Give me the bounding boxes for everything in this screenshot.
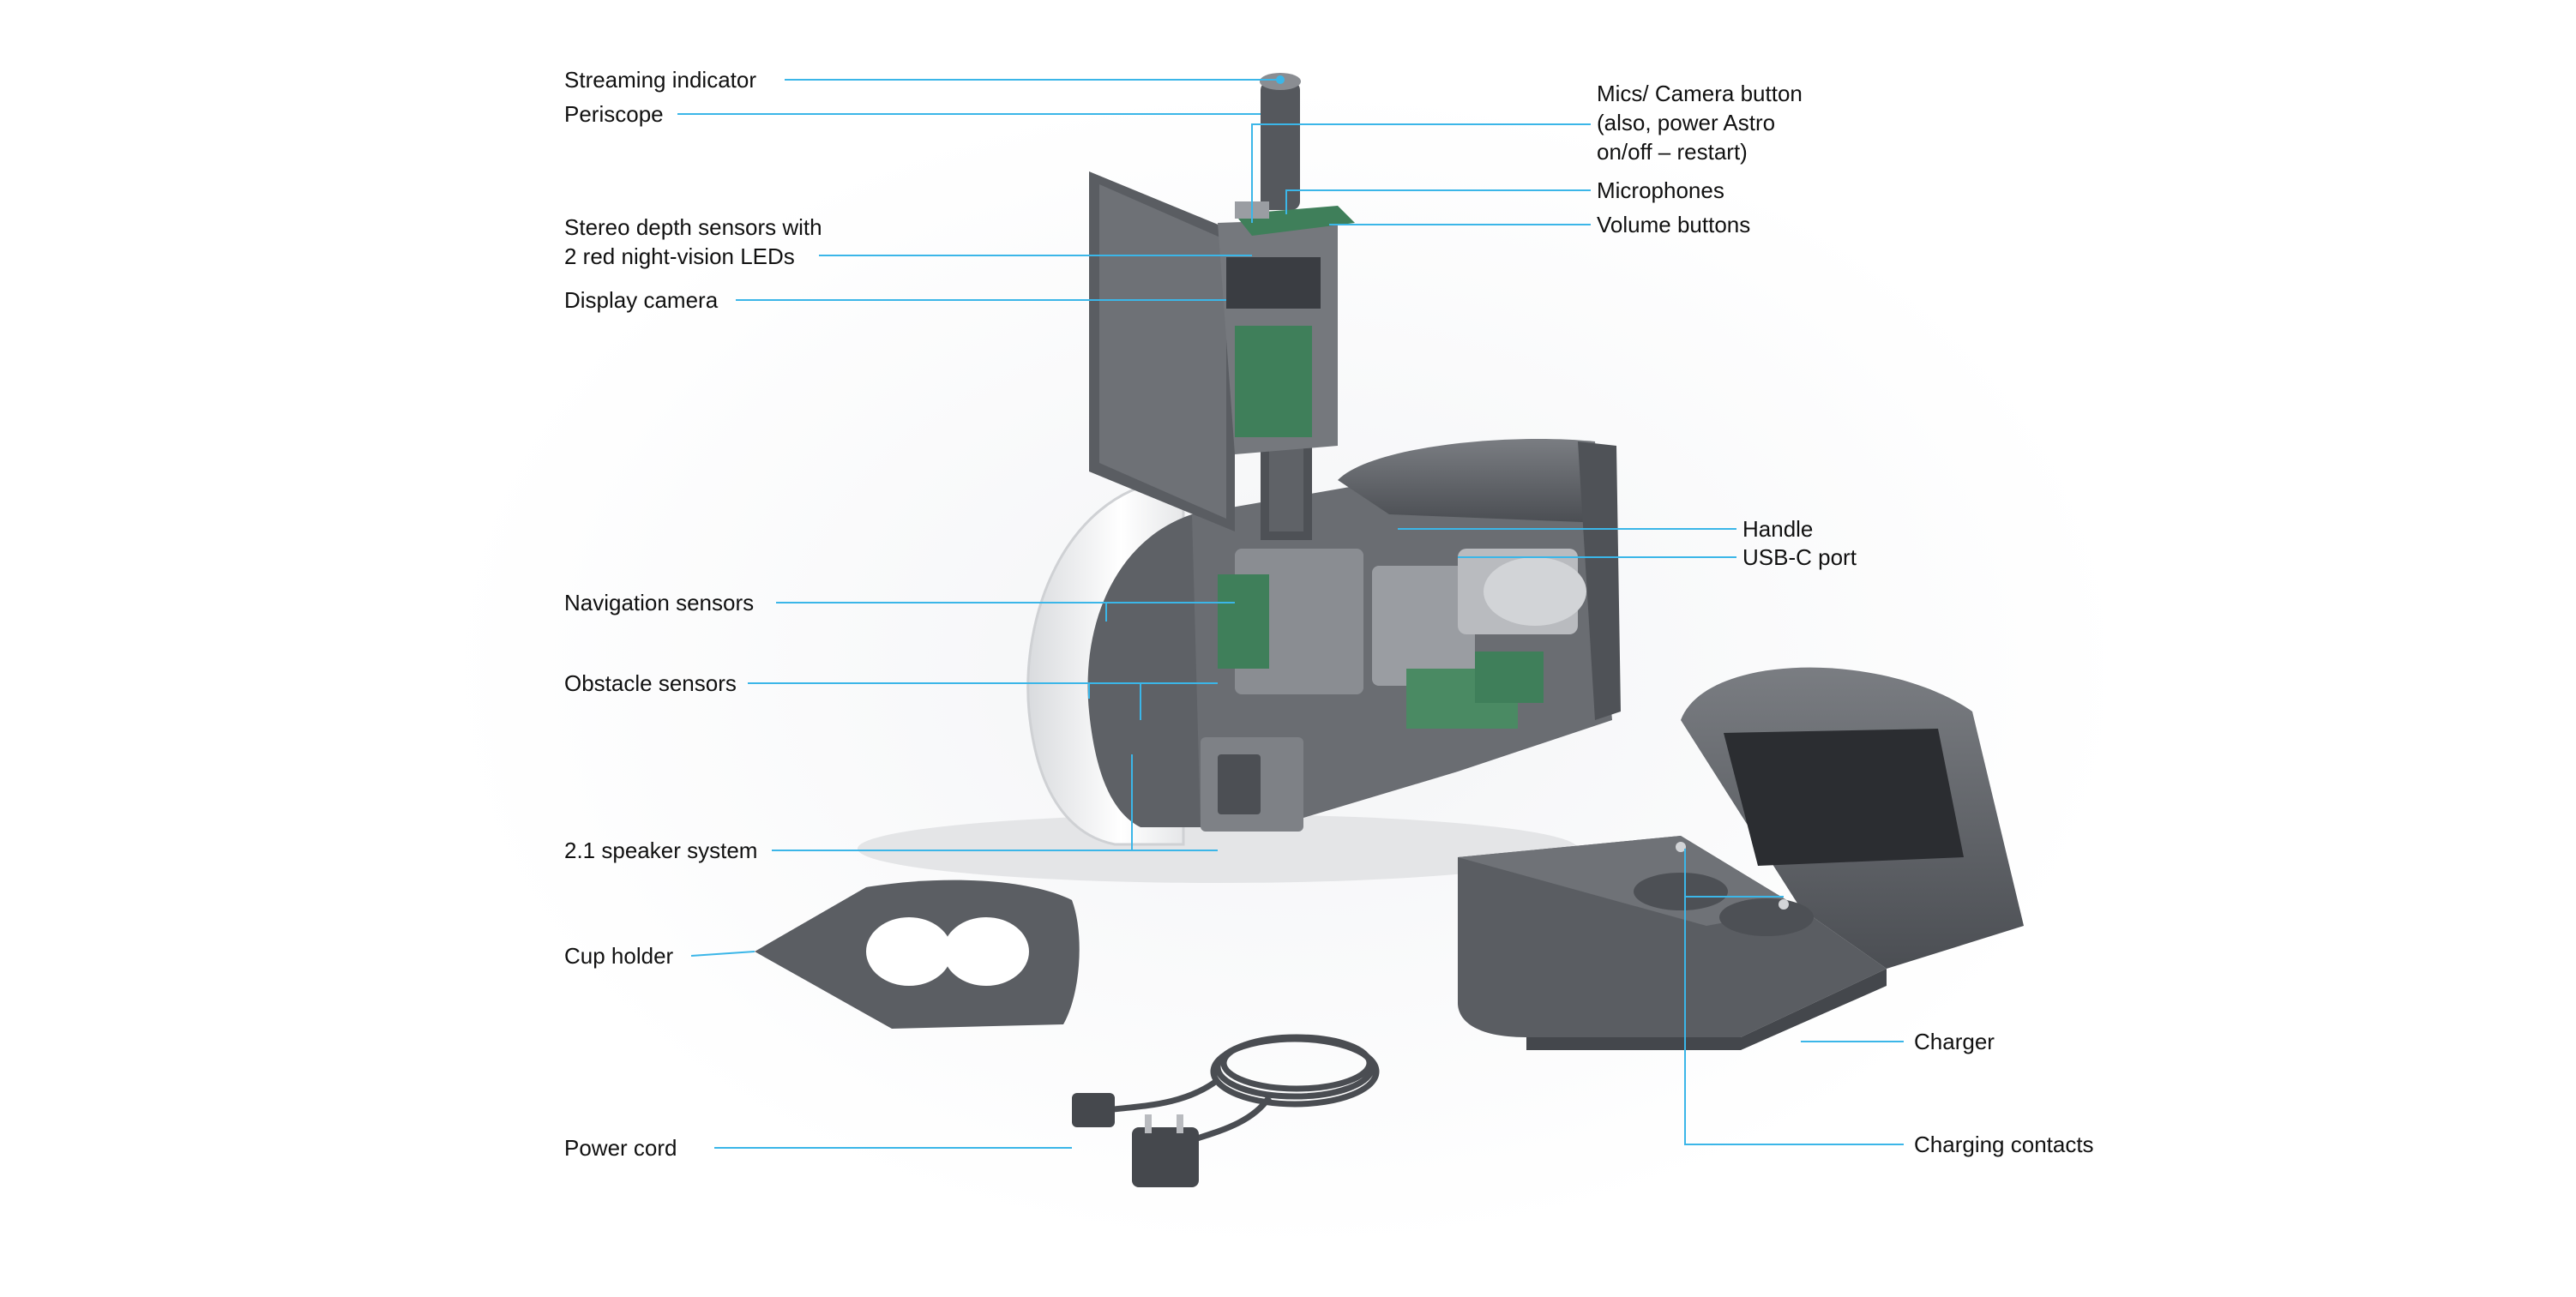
label-charging-contacts: Charging contacts bbox=[1914, 1132, 2094, 1157]
leader-cup-holder bbox=[690, 951, 755, 957]
leader-microphones bbox=[1285, 189, 1591, 214]
plug-block bbox=[1132, 1127, 1199, 1187]
label-speaker-system: 2.1 speaker system bbox=[564, 838, 758, 863]
cup-holder-part bbox=[755, 880, 1080, 1029]
leader-mics-camera-button bbox=[1251, 123, 1591, 223]
label-mics-line1: Mics/ Camera button bbox=[1597, 81, 1803, 106]
robot-body bbox=[858, 73, 1621, 883]
label-display-camera: Display camera bbox=[564, 287, 719, 313]
label-mics-line2: (also, power Astro bbox=[1597, 110, 1776, 135]
label-mics-camera-button: Mics/ Camera button (also, power Astro o… bbox=[1597, 79, 1803, 166]
label-usbc-port: USB-C port bbox=[1742, 544, 1857, 570]
power-cord-part bbox=[1105, 1034, 1380, 1144]
leader-navigation-sensors bbox=[776, 602, 1235, 621]
charger-dock-part bbox=[1458, 667, 2024, 1050]
label-obstacle-sensors: Obstacle sensors bbox=[564, 670, 737, 696]
cord-connector bbox=[1072, 1093, 1115, 1127]
label-cup-holder: Cup holder bbox=[564, 943, 674, 969]
label-navigation-sensors: Navigation sensors bbox=[564, 590, 755, 615]
label-streaming-indicator: Streaming indicator bbox=[564, 67, 756, 93]
label-periscope: Periscope bbox=[564, 101, 664, 127]
label-charger: Charger bbox=[1914, 1029, 1995, 1054]
label-mics-line3: on/off – restart) bbox=[1597, 139, 1748, 165]
leader-obstacle-sensors bbox=[748, 682, 1218, 720]
label-stereo-depth-line1: Stereo depth sensors with bbox=[564, 214, 822, 240]
label-power-cord: Power cord bbox=[564, 1135, 677, 1161]
label-handle: Handle bbox=[1742, 516, 1814, 542]
label-volume-buttons: Volume buttons bbox=[1597, 212, 1751, 237]
label-stereo-depth-sensors: Stereo depth sensors with 2 red night-vi… bbox=[564, 213, 822, 271]
leader-lines bbox=[677, 79, 1904, 1149]
label-microphones: Microphones bbox=[1597, 177, 1724, 203]
leader-speaker-system bbox=[772, 754, 1218, 851]
label-stereo-depth-line2: 2 red night-vision LEDs bbox=[564, 243, 795, 269]
leader-charging-contacts bbox=[1684, 849, 1904, 1145]
